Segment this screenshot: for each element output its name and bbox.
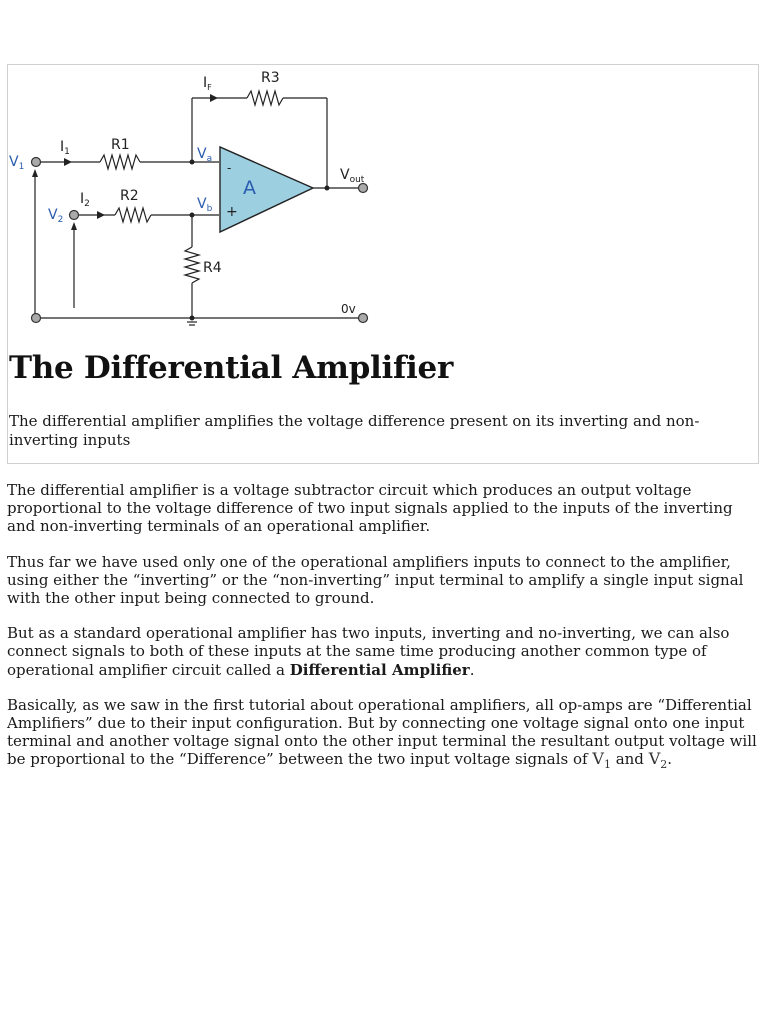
- ground-label: 0v: [341, 302, 356, 316]
- terminal-ground-right: [357, 312, 369, 324]
- i1-label: I1: [60, 139, 70, 157]
- vb-label: Vb: [197, 196, 213, 214]
- junction-vb: [189, 212, 195, 218]
- opamp-plus-label: +: [226, 204, 238, 220]
- opamp-triangle: [219, 145, 315, 234]
- v1-label: V1: [9, 154, 24, 172]
- article-body: The differential amplifier is a voltage …: [7, 481, 763, 792]
- v1-symbol: V1: [592, 749, 611, 772]
- page-title: The Differential Amplifier: [9, 350, 453, 386]
- paragraph-4: Basically, as we saw in the first tutori…: [7, 695, 757, 772]
- resistor-r2: [114, 205, 152, 225]
- i1-current-arrow: [64, 158, 72, 166]
- r3-label: R3: [261, 70, 280, 86]
- page-subtitle: The differential amplifier amplifies the…: [9, 412, 700, 449]
- i2-label: I2: [80, 191, 90, 209]
- resistor-r3: [246, 88, 284, 108]
- differential-amplifier-term: Differential Amplifier: [289, 660, 470, 679]
- v2-symbol: V2: [648, 749, 668, 772]
- junction-out: [324, 185, 330, 191]
- r1-label: R1: [111, 137, 130, 153]
- junction-ground: [189, 315, 195, 321]
- paragraph-3: But as a standard operational amplifier …: [7, 624, 730, 679]
- differential-amplifier-circuit-diagram: R3 R1 R2 R4 - + 0v A V1 V2 Va Vb IF I1 I…: [9, 70, 369, 326]
- paragraph-2: Thus far we have used only one of the op…: [7, 552, 744, 608]
- va-label: Va: [197, 146, 212, 164]
- opamp-label: A: [243, 177, 256, 199]
- opamp-minus-label: -: [227, 161, 231, 175]
- vout-label: Vout: [340, 167, 365, 185]
- terminal-v2: [68, 209, 80, 221]
- terminal-v1: [30, 156, 42, 168]
- resistor-r1: [99, 152, 141, 172]
- junction-va: [189, 159, 195, 165]
- v2-arrowhead: [71, 222, 77, 230]
- v2-label: V2: [48, 207, 63, 225]
- r2-label: R2: [120, 188, 139, 204]
- if-label: IF: [203, 75, 212, 92]
- article-header-card: R3 R1 R2 R4 - + 0v A V1 V2 Va Vb IF I1 I…: [7, 64, 759, 464]
- r4-label: R4: [203, 260, 222, 276]
- paragraph-1: The differential amplifier is a voltage …: [7, 481, 733, 536]
- resistor-r4: [182, 246, 202, 284]
- v1-arrowhead: [32, 169, 38, 177]
- i2-current-arrow: [97, 211, 105, 219]
- terminal-ground-left: [30, 312, 42, 324]
- terminal-vout: [357, 182, 369, 194]
- if-current-arrow: [210, 94, 218, 102]
